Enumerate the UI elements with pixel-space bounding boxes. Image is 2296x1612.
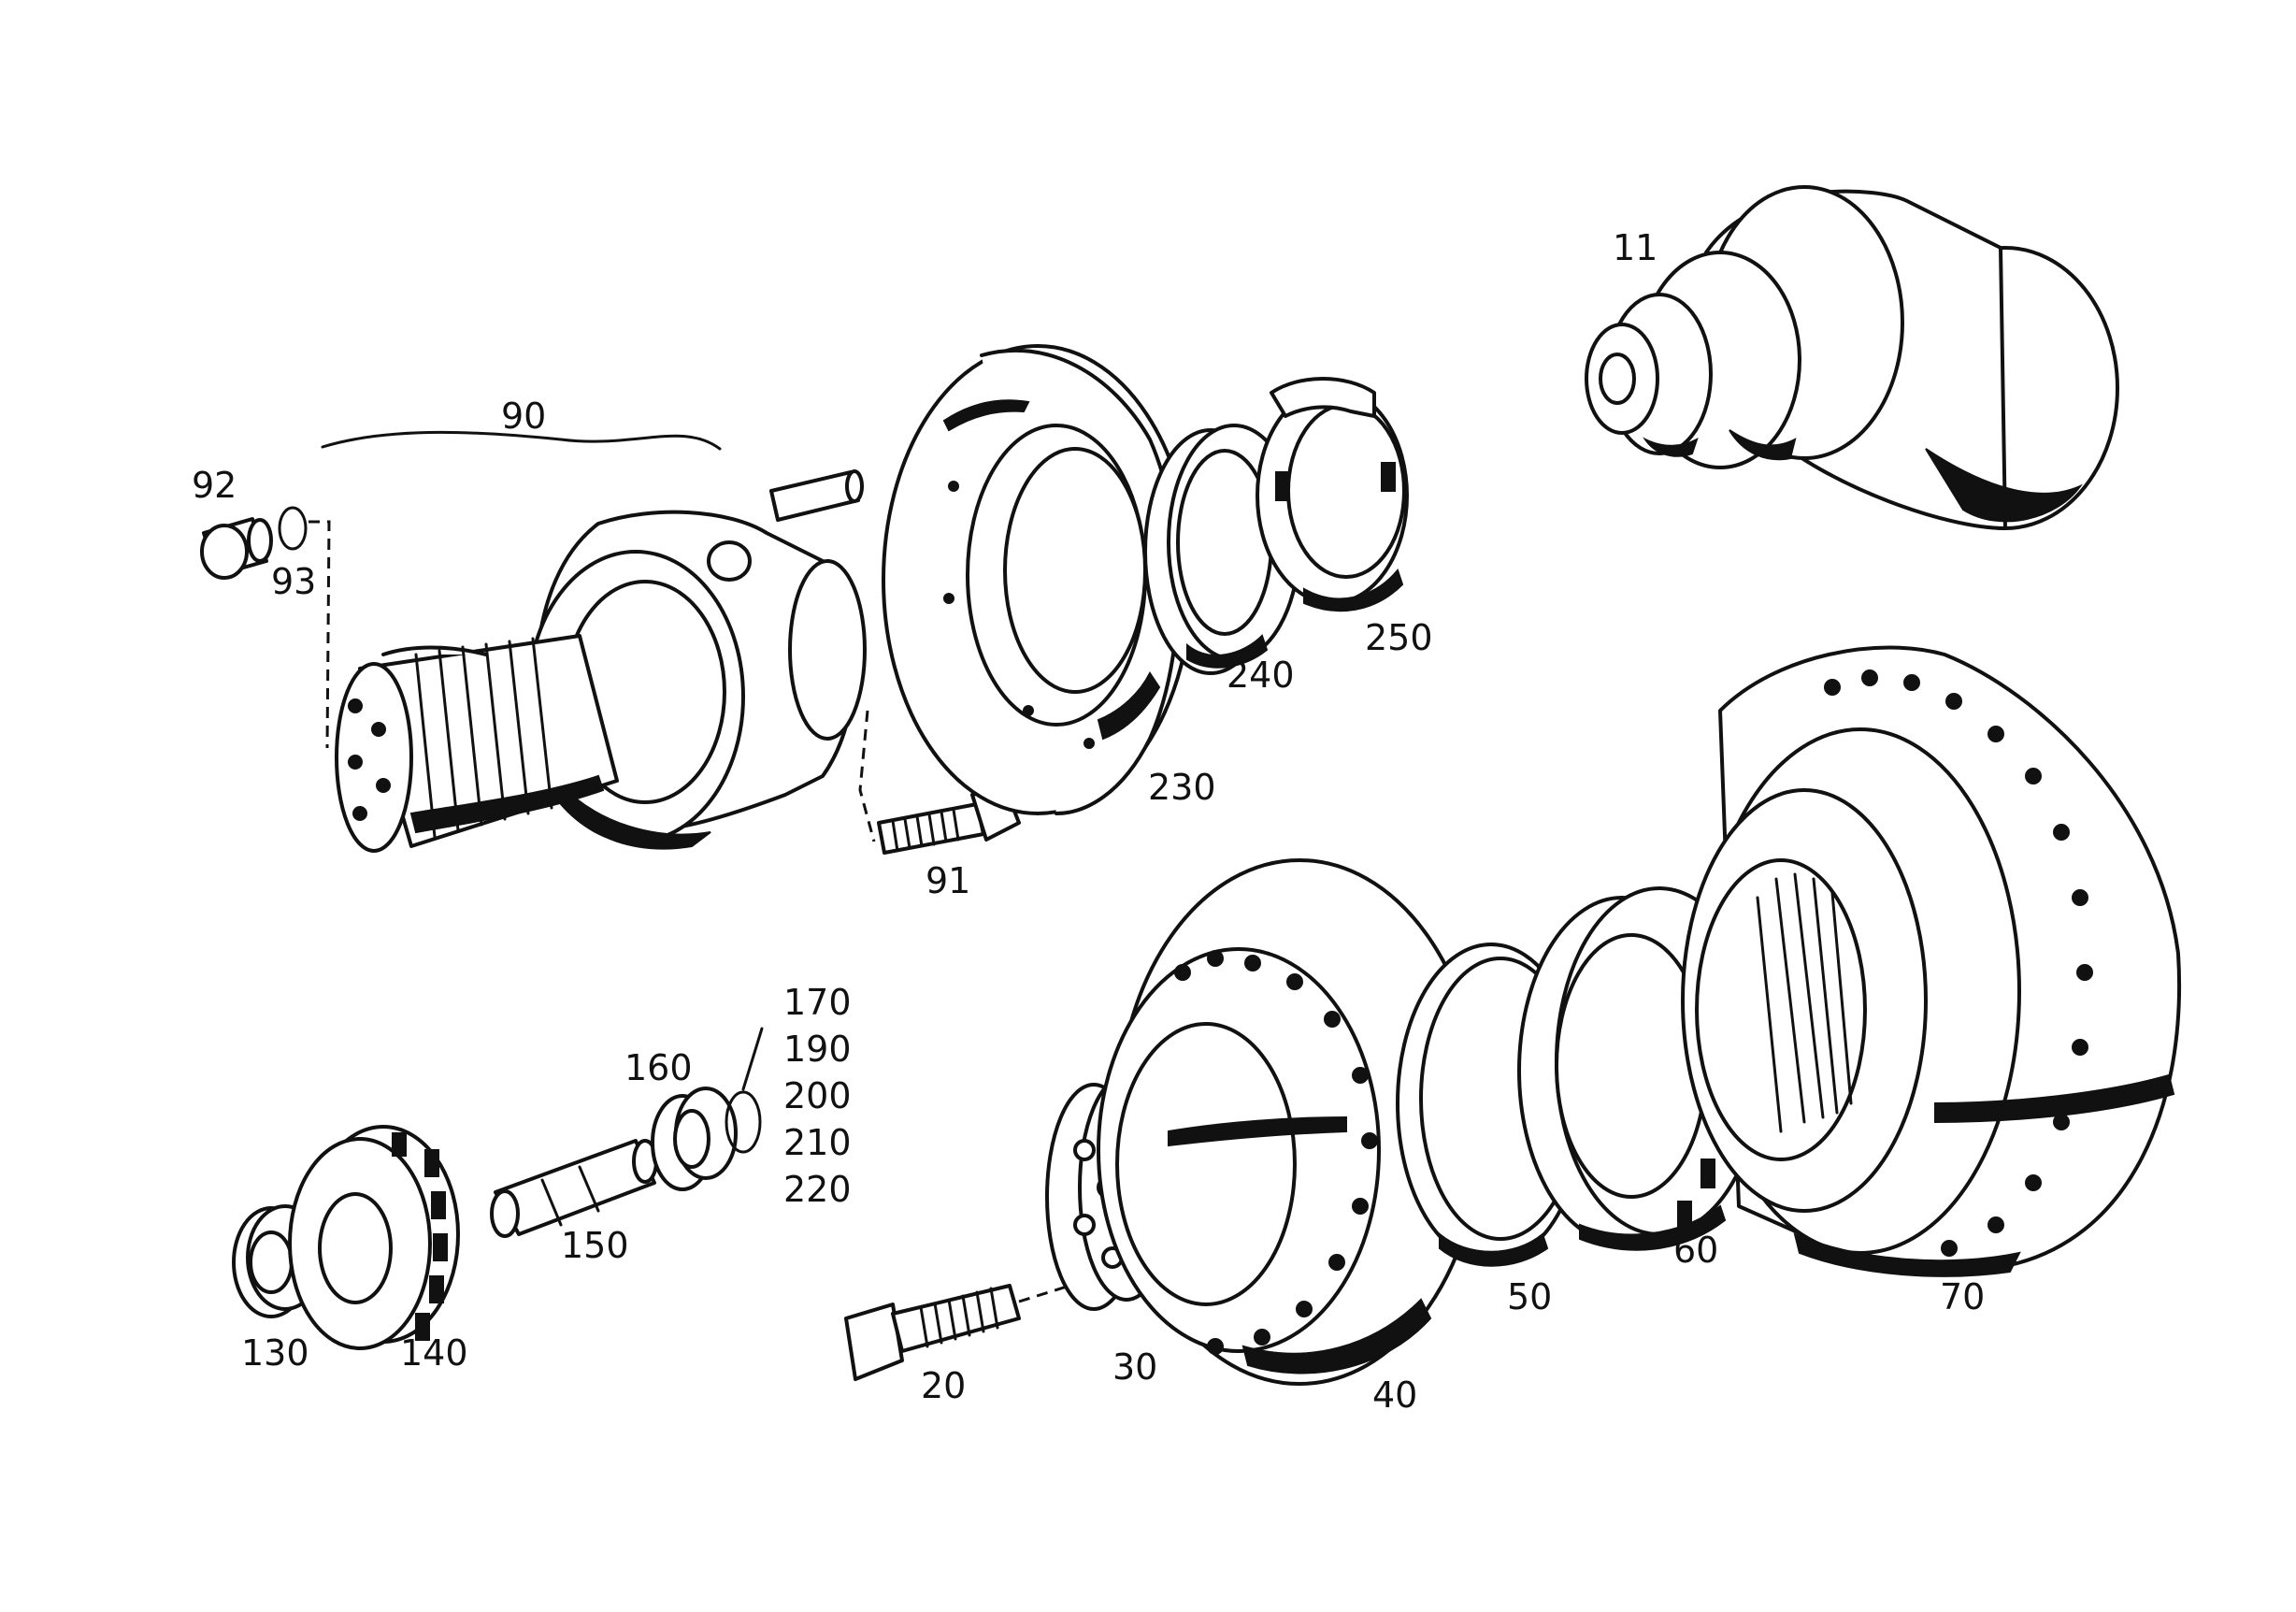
part-140-planet-gear xyxy=(288,1125,460,1350)
part-93-o-ring xyxy=(278,506,308,551)
label-170: 170 xyxy=(783,982,852,1023)
part-170-220-rings xyxy=(725,1090,762,1154)
part-250-nut xyxy=(1256,377,1409,612)
label-160: 160 xyxy=(624,1047,693,1088)
part-150-planet-shaft xyxy=(490,1139,658,1238)
label-40: 40 xyxy=(1372,1375,1417,1416)
bracket-90 xyxy=(321,430,722,451)
label-90: 90 xyxy=(501,396,546,437)
label-200: 200 xyxy=(783,1075,852,1116)
label-230: 230 xyxy=(1148,767,1216,808)
leader-170-220 xyxy=(741,1027,764,1091)
label-140: 140 xyxy=(400,1332,468,1374)
label-70: 70 xyxy=(1940,1276,1985,1317)
part-92-plug xyxy=(200,517,273,580)
label-240: 240 xyxy=(1227,655,1295,696)
part-160-bearing xyxy=(651,1087,738,1191)
label-220: 220 xyxy=(783,1169,852,1210)
part-11-hub-assembly xyxy=(1585,185,2119,530)
label-60: 60 xyxy=(1673,1230,1718,1271)
part-40-hub-flange xyxy=(1097,858,1484,1386)
label-50: 50 xyxy=(1507,1276,1552,1317)
part-70-ring-gear-drum xyxy=(1681,645,2181,1277)
label-11: 11 xyxy=(1613,227,1657,268)
label-150: 150 xyxy=(561,1225,629,1266)
label-93: 93 xyxy=(271,561,316,602)
leader-92 xyxy=(309,520,331,749)
label-91: 91 xyxy=(926,860,970,901)
label-20: 20 xyxy=(921,1365,966,1406)
part-90-planet-carrier xyxy=(335,469,867,853)
leader-91 xyxy=(858,710,876,842)
part-20-bolt xyxy=(844,1284,1021,1381)
label-210: 210 xyxy=(783,1122,852,1163)
label-30: 30 xyxy=(1112,1346,1157,1388)
label-250: 250 xyxy=(1365,617,1433,658)
label-130: 130 xyxy=(241,1332,309,1374)
label-190: 190 xyxy=(783,1029,852,1070)
part-230-cover xyxy=(882,344,1194,815)
label-92: 92 xyxy=(192,465,237,506)
